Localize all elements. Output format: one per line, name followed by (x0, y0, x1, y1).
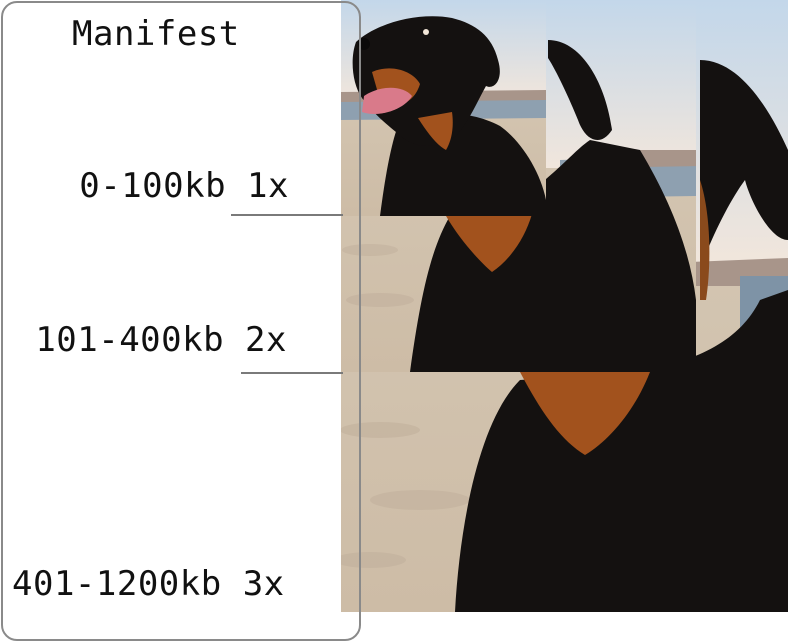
manifest-tier-3: 401-1200kb 3x (12, 564, 285, 604)
tier-range: 0-100kb (79, 166, 227, 206)
manifest-title: Manifest (72, 14, 240, 54)
manifest-panel: Manifest 0-100kb 1x 101-400kb 2x 401-120… (0, 0, 361, 641)
manifest-tier-2: 101-400kb 2x (35, 320, 287, 360)
manifest-tier-1: 0-100kb 1x (79, 166, 289, 206)
tier-range: 101-400kb (35, 320, 225, 360)
tier-scale: 2x (245, 320, 287, 360)
tier-2-connector-line (241, 372, 343, 374)
photo-collage (340, 0, 788, 612)
tier-1-connector-line (231, 214, 343, 216)
dog-photo-1x (340, 0, 546, 216)
tier-scale: 3x (242, 564, 285, 604)
tier-range: 401-1200kb (12, 564, 222, 604)
tier-scale: 1x (247, 166, 289, 206)
